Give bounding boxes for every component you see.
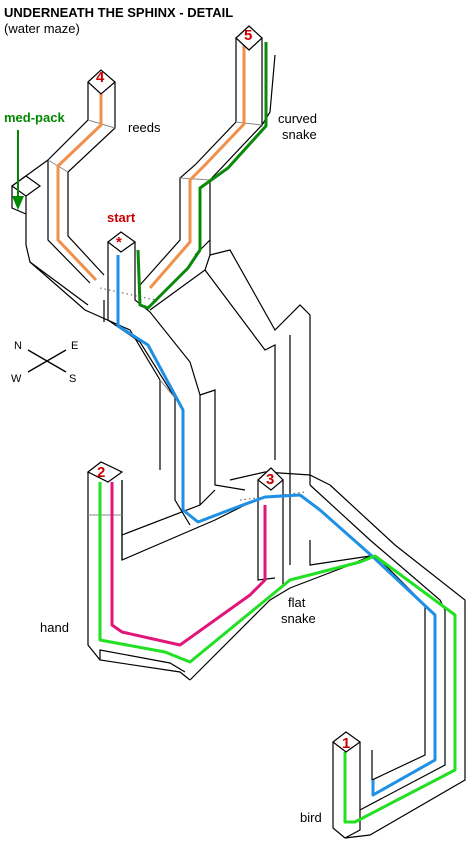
marker-5: 5 [244, 27, 252, 44]
label-curved-snake: snake [282, 127, 317, 142]
cap-4 [87, 69, 116, 95]
cap-start [107, 231, 137, 253]
route-magenta [110, 482, 267, 647]
label-curved: curved [278, 111, 317, 126]
label-bird: bird [300, 810, 322, 825]
route-blue [116, 255, 437, 797]
label-reeds: reeds [128, 120, 161, 135]
diagram-subtitle: (water maze) [4, 21, 80, 36]
routes [56, 42, 457, 824]
label-start: start [107, 210, 136, 225]
start-marker: * [116, 234, 122, 251]
compass-s: S [69, 373, 76, 385]
route-orange-reeds [56, 90, 103, 282]
cap-1 [332, 731, 362, 753]
route-green-curved [136, 42, 268, 310]
marker-1: 1 [342, 735, 350, 752]
compass-e: E [71, 340, 78, 352]
cap-2 [86, 461, 124, 483]
route-orange-curved [148, 44, 246, 289]
compass-icon [27, 349, 67, 373]
cap-med-pack [10, 175, 42, 197]
cap-3 [257, 467, 284, 491]
marker-3: 3 [266, 471, 274, 488]
marker-4: 4 [96, 69, 105, 86]
label-med-pack: med-pack [4, 110, 65, 125]
compass-w: W [11, 373, 22, 385]
label-flat-snake: snake [281, 611, 316, 626]
cap-5 [235, 25, 263, 51]
diagram-title: UNDERNEATH THE SPHINX - DETAIL [4, 5, 233, 20]
label-hand: hand [40, 620, 69, 635]
route-lime [98, 482, 457, 824]
compass-n: N [14, 340, 22, 352]
label-flat: flat [288, 595, 306, 610]
med-pack-arrow-icon [12, 130, 24, 210]
marker-2: 2 [97, 464, 105, 481]
